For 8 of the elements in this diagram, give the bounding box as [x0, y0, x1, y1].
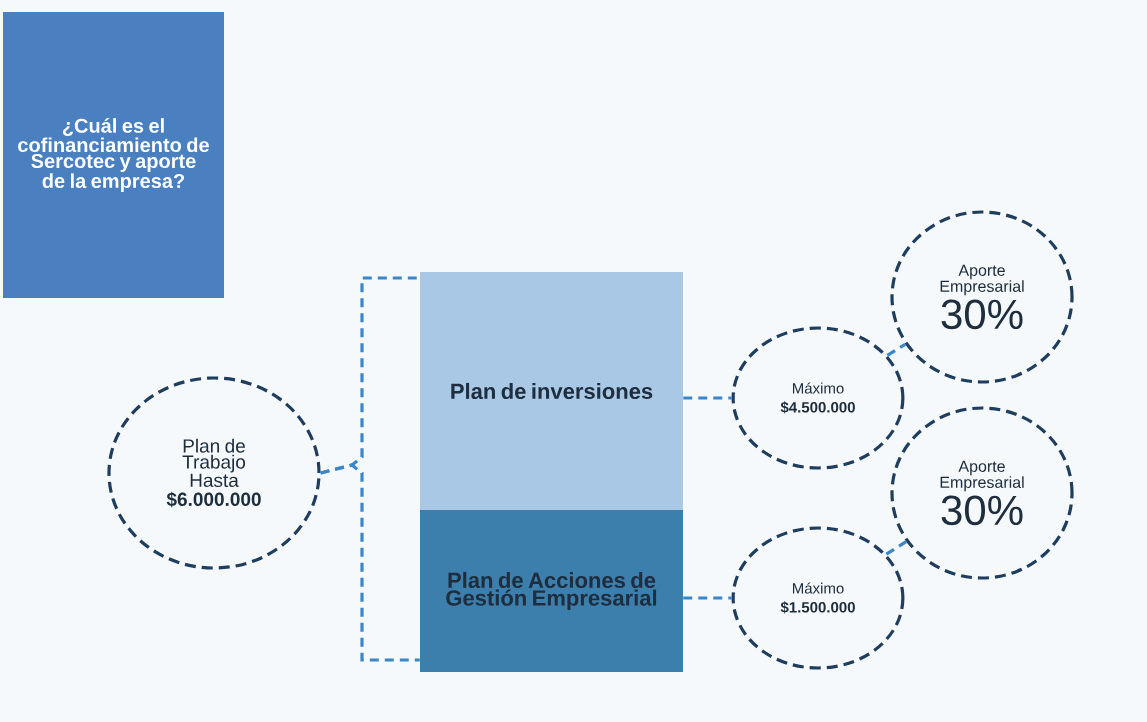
process-box: Plan de inversiones: [420, 272, 683, 510]
title-box: ¿Cuál es el cofinanciamiento de Sercotec y aporte de la empresa?: [3, 12, 224, 298]
process-box: Plan de Acciones de Gestión Empresarial: [420, 510, 683, 672]
connector: [683, 396, 732, 400]
connector: [885, 540, 908, 556]
connector: [683, 596, 732, 600]
bracket-connector: [320, 463, 420, 662]
connector: [886, 342, 907, 357]
